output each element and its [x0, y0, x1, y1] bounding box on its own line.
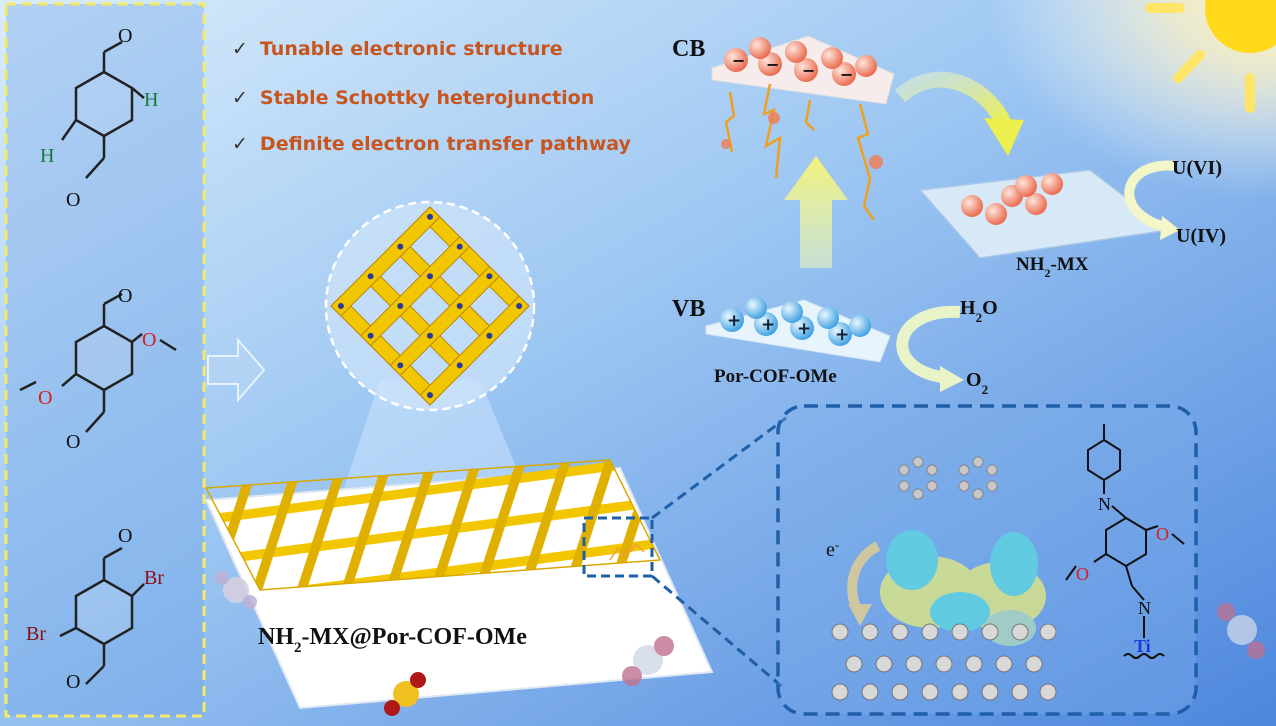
cof-label: Por-COF-OMe	[714, 366, 837, 387]
u6-label: U(VI)	[1172, 157, 1222, 179]
atom-br-2: Br	[26, 623, 46, 645]
vb-holes	[720, 297, 871, 346]
monomer-panel-frame	[4, 2, 206, 718]
o2-label: O2	[966, 369, 988, 397]
feature-item: ✓ Definite electron transfer pathway	[232, 133, 631, 155]
atom-h-2: H	[40, 145, 54, 167]
atom-o-4: O	[142, 329, 156, 351]
dft-panel-frame	[776, 404, 1198, 716]
electron-sign: −	[766, 55, 779, 74]
atom-ti: Ti	[1134, 636, 1151, 656]
cb-electrons	[724, 37, 877, 86]
atom-o-1: O	[118, 25, 132, 47]
water-oxidation-arrow-icon	[896, 305, 961, 384]
atom-h-1: H	[144, 89, 158, 111]
charge-sparks	[721, 112, 883, 169]
atom-o-10: O	[1076, 564, 1089, 584]
hole-sign: +	[727, 311, 741, 331]
feature-text: Tunable electronic structure	[259, 38, 563, 60]
feature-item: ✓ Stable Schottky heterojunction	[232, 87, 594, 109]
radiation-molecule-icon-4	[1217, 603, 1265, 659]
interface-zoom-box	[582, 516, 654, 578]
organic-linker-atoms	[898, 456, 998, 500]
radiation-molecule-icon	[215, 571, 257, 609]
cof-lattice	[330, 206, 530, 406]
radiation-molecule-icon-2	[384, 672, 426, 716]
uranium-reduction-arrow-icon	[1124, 160, 1177, 233]
cof-zoom-circle	[324, 200, 536, 412]
monomer-dibromo-terephthalaldehyde	[59, 546, 145, 685]
sun-icon	[1145, 0, 1276, 113]
hole-sign: +	[761, 315, 775, 335]
interface-sparks-icon	[609, 542, 645, 561]
feature-text: Definite electron transfer pathway	[259, 133, 631, 155]
atom-o-7: O	[118, 525, 132, 547]
excitation-arrow-icon	[784, 156, 848, 268]
hole-sign: +	[835, 325, 849, 345]
electron-sign: −	[802, 61, 815, 80]
uranium-reduction-arrowhead	[1160, 216, 1180, 240]
atom-o-6: O	[66, 431, 80, 453]
atom-n-1: N	[1098, 494, 1111, 514]
vb-label: VB	[672, 296, 705, 322]
hole-sign: +	[797, 319, 811, 339]
feature-text: Stable Schottky heterojunction	[259, 87, 595, 109]
mx-label: NH2-MX	[1016, 254, 1089, 280]
electron-sign: −	[732, 51, 745, 70]
lightning-icons	[724, 83, 876, 221]
electron-label: e-	[826, 537, 839, 562]
zoom-line-bottom	[651, 574, 787, 692]
atom-o-5: O	[38, 387, 52, 409]
atom-br-1: Br	[144, 567, 164, 589]
u4-label: U(IV)	[1176, 225, 1226, 247]
atom-o-9: O	[1156, 524, 1169, 544]
radiation-molecule-icon-3	[622, 636, 674, 686]
mx-electrons	[961, 173, 1063, 225]
atom-o-3: O	[118, 285, 132, 307]
check-icon: ✓	[232, 87, 248, 109]
h2o-label: H2O	[960, 297, 998, 325]
check-icon: ✓	[232, 38, 248, 60]
composite-label: NH2-MX@Por-COF-OMe	[258, 624, 527, 656]
water-oxidation-arrowhead	[940, 366, 964, 392]
monomer-terephthalaldehyde	[60, 40, 145, 179]
atom-n-2: N	[1138, 598, 1151, 618]
electron-sign: −	[840, 65, 853, 84]
feature-item: ✓ Tunable electronic structure	[232, 38, 563, 60]
atom-o-2: O	[66, 189, 80, 211]
electron-transfer-arrowhead	[984, 118, 1024, 156]
atom-o-8: O	[66, 671, 80, 693]
linker-structure	[1065, 424, 1185, 659]
electron-transfer-arrow-icon	[894, 71, 1012, 128]
monomer-dimethoxy-terephthalaldehyde	[19, 292, 177, 433]
mxene-lattice-atoms	[831, 623, 1057, 701]
zoom-line-top	[651, 416, 787, 520]
cof-grid-layer	[204, 459, 662, 591]
hollow-arrow-icon	[207, 337, 266, 403]
charge-density-clouds	[880, 530, 1046, 646]
cb-label: CB	[672, 36, 705, 62]
electron-flow-arrowhead	[848, 604, 872, 626]
check-icon: ✓	[232, 133, 248, 155]
